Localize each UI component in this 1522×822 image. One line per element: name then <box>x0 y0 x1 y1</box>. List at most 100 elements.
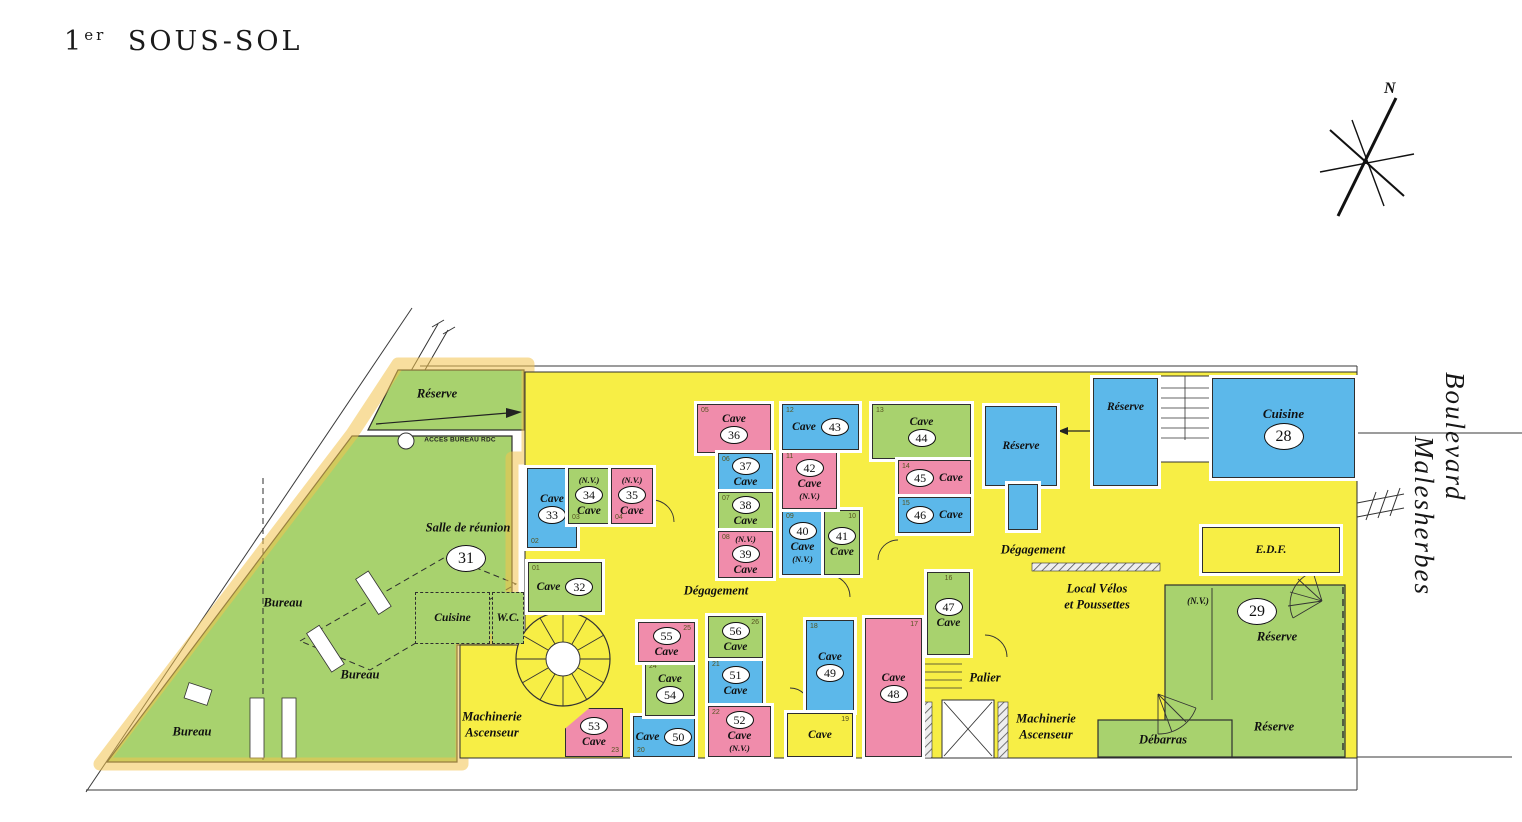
room-label: Cave <box>722 413 746 425</box>
room-number-badge: 46 <box>906 506 935 524</box>
room-number-badge: 32 <box>565 578 594 596</box>
label-acces-bureau-rdc: ACCES BUREAU RDC <box>424 436 496 444</box>
room-label: Cave <box>797 477 822 490</box>
room-number-badge: 54 <box>656 685 684 704</box>
spiral-staircase-icon <box>515 611 611 707</box>
room-code: 12 <box>786 407 794 414</box>
room-code: 18 <box>810 623 818 630</box>
room-code: 07 <box>722 495 730 502</box>
room-reserve-blue-annex <box>1008 484 1038 530</box>
street-entrance-marks-icon <box>1356 487 1405 521</box>
room-label: Cave <box>658 672 682 685</box>
floor-number: 1 <box>64 26 85 57</box>
quarter-stair-icon <box>1157 693 1197 735</box>
room-number-badge: 52 <box>725 710 754 729</box>
room-code: 09 <box>786 513 794 520</box>
room-code: 25 <box>683 625 691 632</box>
room-edf: E.D.F. <box>1202 527 1340 573</box>
compass-north-label: N <box>1384 80 1396 97</box>
room-number-badge: 47 <box>934 598 963 616</box>
room-number-badge: 42 <box>795 458 824 477</box>
room-code: 01 <box>532 565 540 572</box>
room-label: Réserve <box>1002 440 1040 452</box>
label-salle-de-reunion: Salle de réunion <box>425 520 511 535</box>
room-number-badge: 29 <box>1237 598 1277 625</box>
room-number-badge: 35 <box>618 486 646 504</box>
street-word-2: Malesherbes <box>1409 436 1439 596</box>
nv-tag: (N.V.) <box>621 475 643 485</box>
nv-tag: (N.V.) <box>578 475 600 485</box>
street-word-1: Boulevard <box>1440 372 1470 502</box>
label-reserve-29-haut: Réserve <box>1256 629 1298 644</box>
elevator-shaft-icon <box>941 699 995 759</box>
compass-rose-icon <box>1319 97 1415 217</box>
room-code: 21 <box>712 661 720 668</box>
room-label: Cave <box>830 546 854 558</box>
room-number-badge: 37 <box>731 456 760 475</box>
room-number-badge: 36 <box>720 426 748 444</box>
room-number-badge: 39 <box>731 544 760 563</box>
room-label: Cave <box>577 505 601 517</box>
room-label: W.C. <box>496 612 520 624</box>
label-reserve-green-top: Réserve <box>416 386 458 401</box>
room-label: Cave <box>727 729 752 742</box>
label-debarras: Débarras <box>1139 732 1187 747</box>
page-title: 1er SOUS-SOL <box>64 26 302 57</box>
room-label: Cave <box>536 581 561 593</box>
entrance-arrow-reserve <box>375 408 522 425</box>
room-label: Cave <box>881 672 906 684</box>
room-cave-32: Cave 32 01 <box>528 562 602 612</box>
room-label: Cave <box>733 563 758 576</box>
nv-tag: (N.V.) <box>735 533 756 544</box>
room-code: 11 <box>786 453 794 460</box>
room-code: 05 <box>701 407 709 414</box>
label-degagement-west: Dégagement <box>683 583 749 598</box>
room-number-badge: 49 <box>816 663 844 682</box>
room-label: Cave <box>733 475 758 488</box>
staircase-icon <box>1157 375 1213 463</box>
nv-tag: (N.V.) <box>729 742 750 753</box>
room-number-badge: 40 <box>788 521 817 540</box>
room-label: Cave <box>939 509 963 521</box>
room-number-badge: 50 <box>664 727 693 746</box>
room-code: 22 <box>712 709 720 716</box>
label-degagement-east: Dégagement <box>1000 542 1066 557</box>
room-code: 19 <box>841 716 849 723</box>
nv-tag: (N.V.) <box>799 490 820 501</box>
room-label: Cave <box>582 736 606 748</box>
room-code: 14 <box>902 463 910 470</box>
room-number-badge: 51 <box>721 666 750 684</box>
room-label: Cave <box>909 416 934 428</box>
label-bureau-bottom: Bureau <box>172 724 212 739</box>
room-code: 06 <box>722 456 730 463</box>
room-label: Cave <box>792 421 816 433</box>
label-bureau-top: Bureau <box>263 595 303 610</box>
room-code: 04 <box>615 514 623 521</box>
room-code: 02 <box>531 538 539 545</box>
room-code: 26 <box>751 619 759 626</box>
room-code: 23 <box>611 747 619 754</box>
room-number-badge: 38 <box>731 495 760 514</box>
room-label: Cave <box>635 730 660 743</box>
